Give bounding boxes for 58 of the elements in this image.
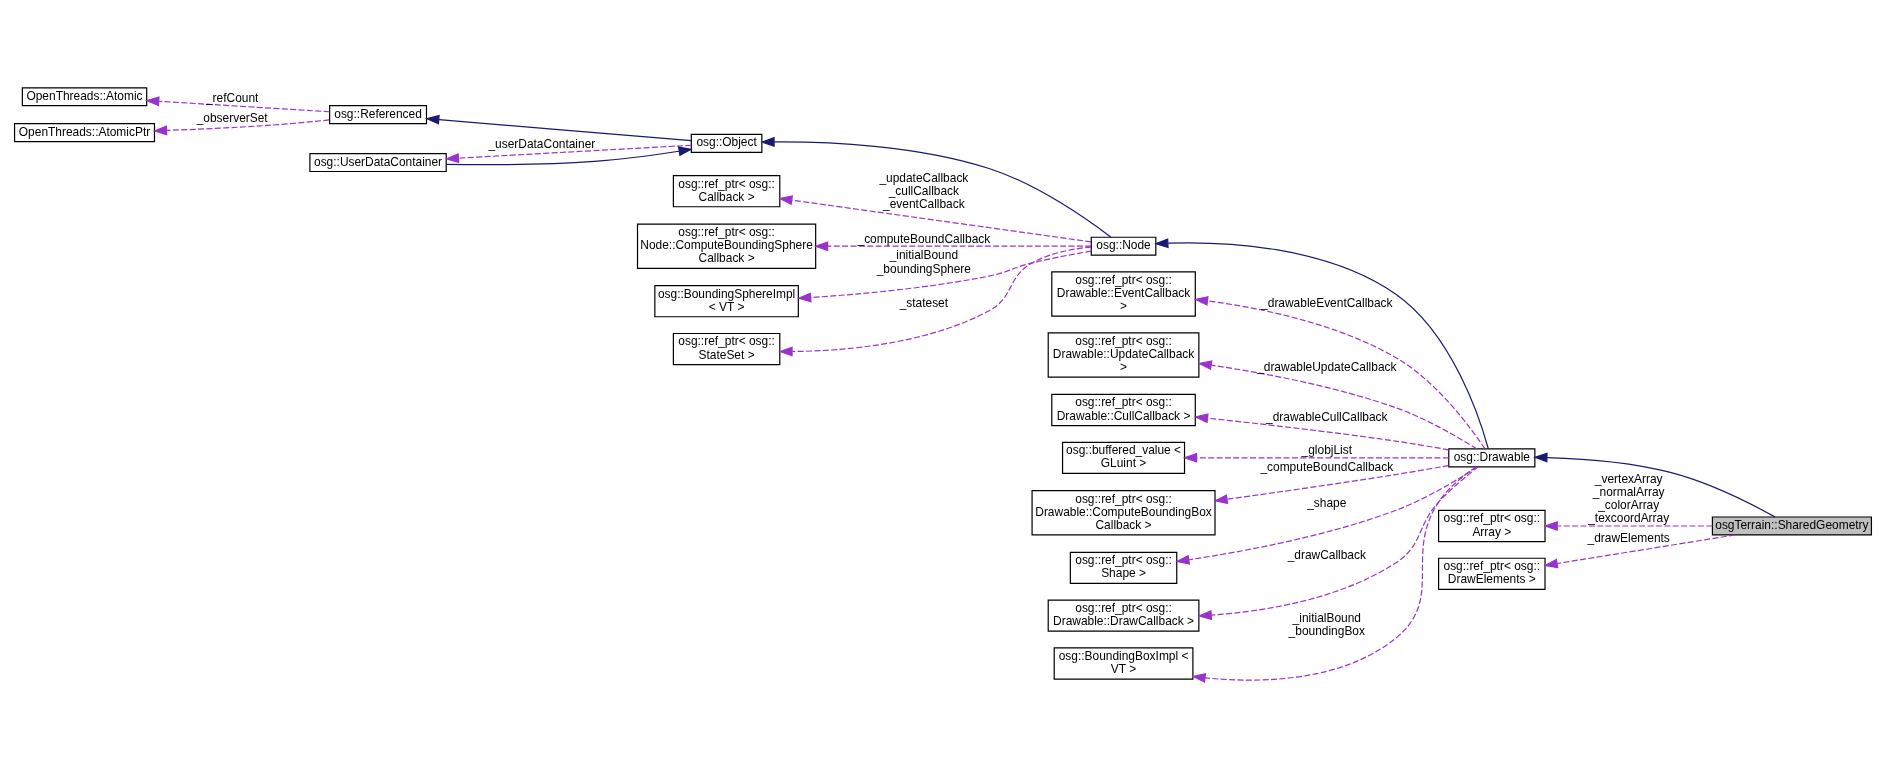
edge-label: _drawElements (1587, 530, 1670, 545)
edge-label: _computeBoundCallback (857, 231, 990, 246)
arrow (152, 119, 330, 136)
node-box: osg::ref_ptr< osg:: Drawable::ComputeBoundingBox Callback > (1031, 490, 1216, 536)
node-box: osg::ref_ptr< osg:: Callback > (672, 175, 780, 208)
node-box: osg::BoundingBoxImpl < VT > (1053, 647, 1193, 680)
node-box: osg::Drawable (1447, 448, 1535, 468)
node-box: osgTerrain::SharedGeometry (1711, 516, 1872, 536)
edge-label: _refCount (205, 90, 258, 105)
edge-label: _observerSet (196, 110, 268, 125)
arrow (777, 195, 1092, 243)
edge-label: _updateCallback _cullCallback _eventCallback (878, 170, 968, 211)
node-box: osg::BoundingSphereImpl < VT > (653, 285, 799, 318)
node-box: osg::ref_ptr< osg:: Node::ComputeBoundingSphere Callback > (636, 223, 816, 269)
edge-label: _initialBound _boundingSphere (876, 248, 971, 276)
edge-label: _shape (1306, 495, 1346, 510)
arrow (1182, 452, 1449, 463)
arrow (1193, 413, 1449, 451)
edge-label: _drawableCullCallback (1265, 409, 1388, 424)
node-box: osg::ref_ptr< osg:: Drawable::CullCallback > (1050, 393, 1196, 427)
arrow (1197, 360, 1477, 450)
arrow (796, 250, 1092, 303)
node-box: osg::buffered_value < GLuint > (1061, 441, 1185, 474)
arrow (1212, 464, 1449, 505)
edge-label: _initialBound _boundingBox (1288, 610, 1365, 638)
edge-label: _globjList (1301, 443, 1352, 458)
node-box: osg::Node (1090, 236, 1156, 256)
node-box: osg::ref_ptr< osg:: Shape > (1069, 551, 1177, 584)
arrow (813, 241, 1092, 252)
node-box: osg::Referenced (328, 105, 427, 125)
node-box: osg::Object (690, 133, 762, 153)
arrow (1193, 295, 1485, 450)
arrow (1196, 466, 1479, 621)
arrow (759, 136, 1111, 238)
node-box: osg::ref_ptr< osg:: DrawElements > (1437, 557, 1546, 590)
node-box: osg::ref_ptr< osg:: StateSet > (672, 332, 780, 366)
arrow (777, 246, 1092, 357)
node-box: OpenThreads::Atomic (21, 87, 147, 107)
node-box: osg::ref_ptr< osg:: Array > (1437, 509, 1546, 543)
arrow (1542, 520, 1713, 531)
edge-label: _drawableEventCallback (1260, 296, 1392, 311)
edge-label: _stateset (899, 296, 948, 311)
arrow (1190, 466, 1476, 683)
arrow (1532, 452, 1775, 518)
arrow (1153, 238, 1489, 450)
arrow (1542, 534, 1735, 569)
edge-label: _drawCallback (1287, 548, 1366, 563)
node-box: osg::ref_ptr< osg:: Drawable::DrawCallback > (1047, 599, 1199, 632)
edge-label: _computeBoundCallback (1259, 459, 1393, 474)
node-box: osg::ref_ptr< osg:: Drawable::UpdateCallback > (1047, 332, 1199, 378)
arrow (424, 114, 692, 142)
node-box: osg::ref_ptr< osg:: Drawable::EventCallback > (1050, 271, 1196, 317)
node-box: OpenThreads::AtomicPtr (13, 123, 155, 143)
edge-label: _userDataContainer (487, 137, 595, 152)
edge-label: _vertexArray _normalArray _colorArray _texcoordArray (1587, 471, 1669, 526)
node-box: osg::UserDataContainer (308, 152, 447, 173)
arrow (144, 96, 330, 113)
edge-label: _drawableUpdateCallback (1256, 359, 1396, 374)
